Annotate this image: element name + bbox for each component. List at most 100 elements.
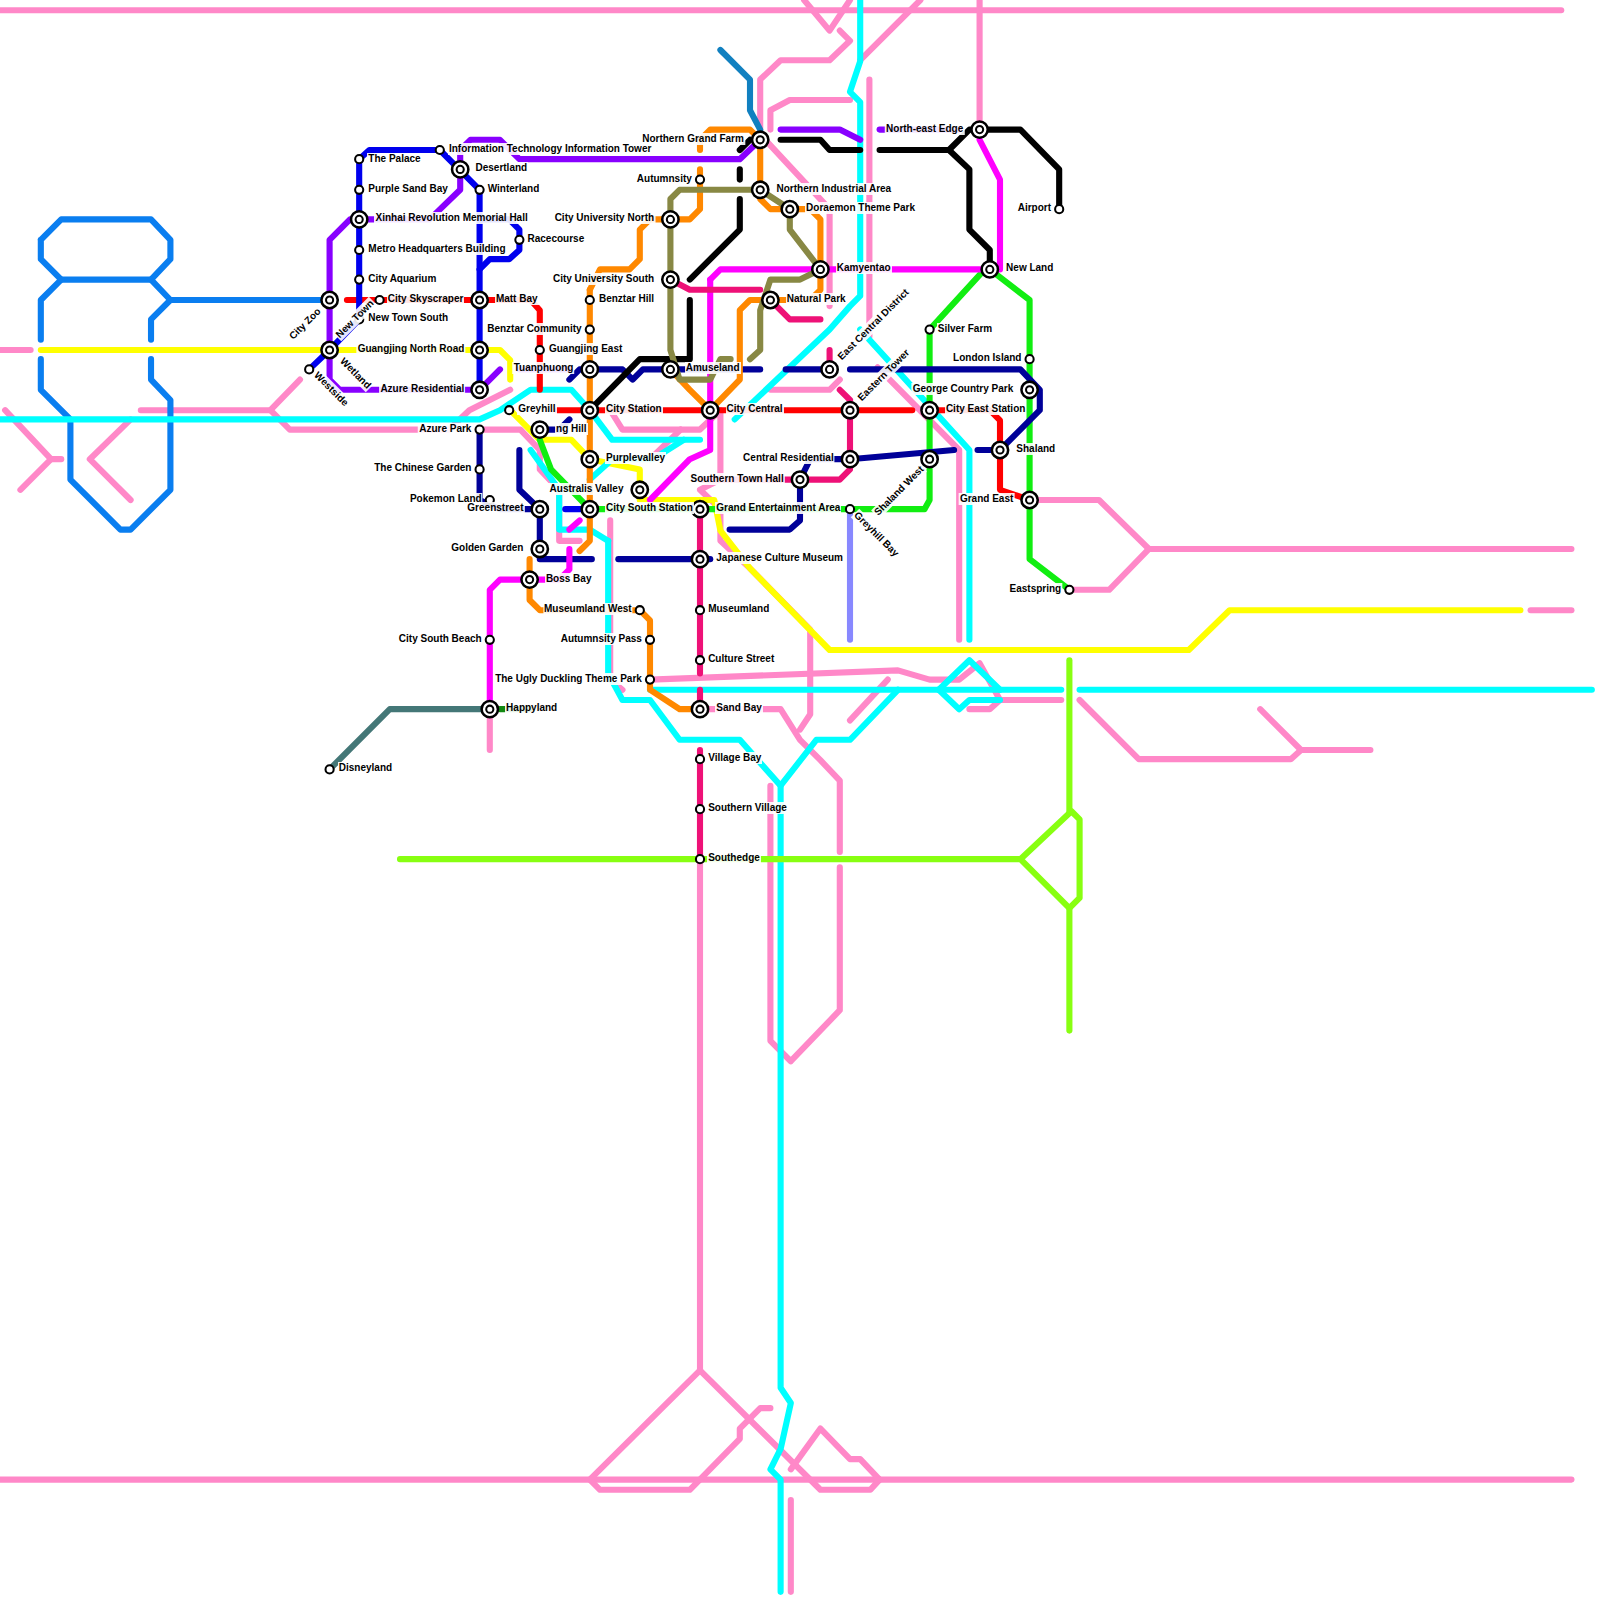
station-label: Azure Park bbox=[418, 423, 472, 435]
station-label: Museumland West bbox=[543, 603, 633, 615]
route-line bbox=[330, 140, 761, 300]
interchange-ring bbox=[536, 506, 543, 513]
interchange-ring bbox=[926, 456, 933, 463]
station-label: Benztar Community bbox=[486, 323, 582, 335]
station-label: City Skyscraper bbox=[387, 293, 465, 305]
station-marker bbox=[321, 342, 337, 358]
route-line bbox=[1531, 607, 1572, 613]
station-label: Grand East bbox=[959, 493, 1014, 505]
interchange-ring bbox=[976, 126, 983, 133]
station-label: Southern Village bbox=[707, 802, 788, 814]
interchange-ring bbox=[767, 296, 774, 303]
station-marker bbox=[586, 296, 594, 304]
station-label: Kamyentao bbox=[836, 262, 892, 274]
route-line bbox=[590, 440, 684, 480]
station-label: North-east Edge bbox=[885, 123, 964, 135]
station-marker bbox=[662, 211, 678, 227]
station-marker bbox=[452, 161, 468, 177]
interchange-ring bbox=[757, 136, 764, 143]
station-marker bbox=[476, 465, 484, 473]
interchange-ring bbox=[786, 206, 793, 213]
station-marker bbox=[515, 236, 523, 244]
route-line bbox=[0, 390, 700, 440]
station-label: George Country Park bbox=[912, 383, 1015, 395]
station-marker bbox=[921, 451, 937, 467]
route-line bbox=[700, 130, 820, 300]
interchange-ring bbox=[586, 456, 593, 463]
station-label: City University South bbox=[552, 273, 655, 285]
interchange-ring bbox=[476, 386, 483, 393]
route-line bbox=[530, 559, 700, 709]
station-marker bbox=[532, 421, 548, 437]
route-line bbox=[980, 140, 1000, 270]
station-label: Northern Grand Farm bbox=[641, 133, 745, 145]
interchange-ring bbox=[356, 216, 363, 223]
station-marker bbox=[752, 182, 768, 198]
station-marker bbox=[1021, 382, 1037, 398]
station-marker bbox=[812, 261, 828, 277]
interchange-ring bbox=[636, 486, 643, 493]
route-line bbox=[51, 456, 61, 462]
station-marker bbox=[696, 656, 704, 664]
route-line bbox=[860, 0, 920, 60]
station-label: Racecourse bbox=[527, 233, 586, 245]
station-marker bbox=[582, 361, 598, 377]
route-line bbox=[700, 709, 840, 852]
station-label: City Central bbox=[726, 403, 784, 415]
station-label: New Town South bbox=[367, 312, 449, 324]
station-label: Eastern Tower bbox=[855, 346, 913, 404]
station-label: Happyland bbox=[505, 702, 558, 714]
station-marker bbox=[992, 442, 1008, 458]
station-label: City East Station bbox=[945, 403, 1026, 415]
station-marker bbox=[1021, 492, 1037, 508]
station-marker bbox=[471, 292, 487, 308]
station-marker bbox=[821, 361, 837, 377]
interchange-ring bbox=[846, 407, 853, 414]
station-label: City South Beach bbox=[398, 633, 483, 645]
route-line bbox=[0, 1477, 1571, 1483]
station-label: The Ugly Duckling Theme Park bbox=[494, 673, 643, 685]
station-marker bbox=[582, 501, 598, 517]
interchange-ring bbox=[326, 346, 333, 353]
route-line bbox=[1080, 687, 1592, 693]
station-label: Eastspring bbox=[1009, 583, 1063, 595]
route-line bbox=[737, 169, 743, 179]
station-marker bbox=[662, 361, 678, 377]
interchange-ring bbox=[696, 706, 703, 713]
route-line bbox=[840, 390, 850, 400]
station-marker bbox=[376, 296, 384, 304]
route-line bbox=[781, 140, 861, 150]
route-line bbox=[1069, 549, 1149, 590]
interchange-ring bbox=[667, 276, 674, 283]
station-marker bbox=[436, 146, 444, 154]
station-marker bbox=[471, 342, 487, 358]
station-label: ng Hill bbox=[555, 423, 588, 435]
station-marker bbox=[521, 571, 537, 587]
interchange-ring bbox=[817, 266, 824, 273]
station-marker bbox=[752, 132, 768, 148]
station-label: Northern Industrial Area bbox=[776, 183, 893, 195]
station-marker bbox=[692, 551, 708, 567]
station-marker bbox=[476, 426, 484, 434]
station-marker bbox=[662, 271, 678, 287]
route-line bbox=[618, 556, 710, 562]
station-label: Azure Residential bbox=[379, 383, 465, 395]
station-marker bbox=[646, 636, 654, 644]
interchange-ring bbox=[667, 216, 674, 223]
station-marker bbox=[582, 402, 598, 418]
route-line bbox=[670, 190, 820, 359]
station-label: Information Technology Information Tower bbox=[448, 143, 652, 155]
route-line bbox=[487, 719, 493, 750]
station-marker bbox=[982, 261, 998, 277]
interchange-ring bbox=[476, 296, 483, 303]
route-line bbox=[151, 300, 170, 340]
route-line bbox=[1066, 660, 1072, 811]
station-label: Purple Sand Bay bbox=[367, 183, 448, 195]
interchange-ring bbox=[996, 446, 1003, 453]
interchange-ring bbox=[476, 346, 483, 353]
station-label: Shaland West bbox=[872, 463, 928, 519]
route-line bbox=[151, 280, 330, 300]
interchange-ring bbox=[586, 366, 593, 373]
